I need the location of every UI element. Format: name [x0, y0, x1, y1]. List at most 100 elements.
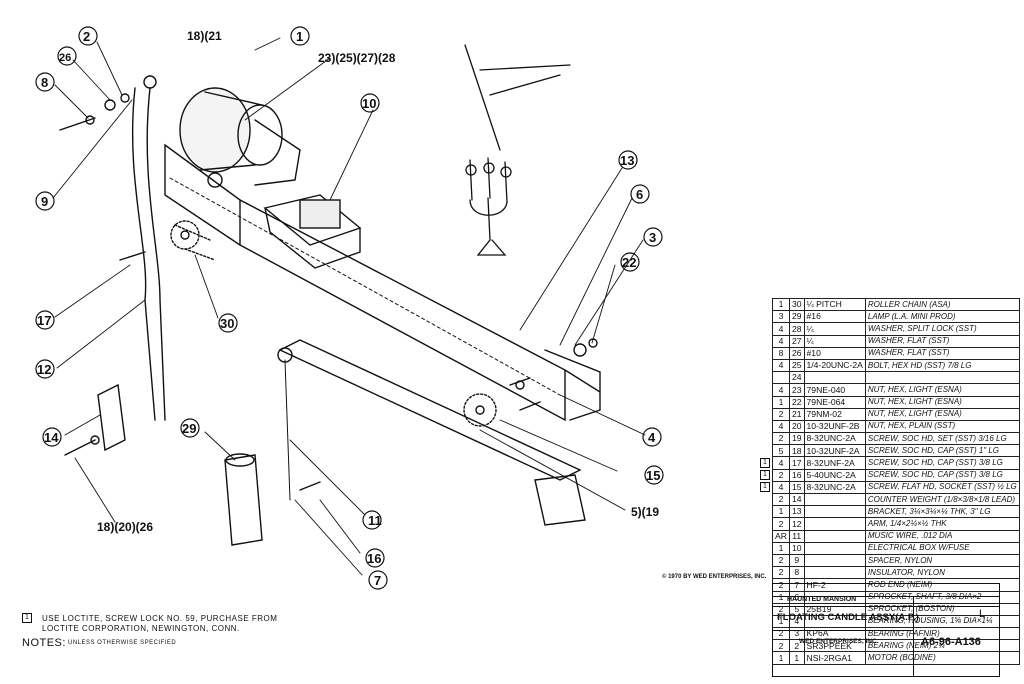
bom-cell-item: 24 — [788, 371, 805, 385]
callout-18-21: 18)(21 — [187, 29, 222, 43]
bom-cell-part — [803, 529, 866, 543]
callout-10: 10 — [362, 96, 376, 111]
bom-cell-item: 9 — [788, 553, 805, 568]
bom-cell-desc — [864, 371, 1020, 385]
bom-cell-part: NSI-2RGA1 — [803, 651, 866, 665]
counterweight — [97, 383, 126, 452]
bom-cell-desc: SPACER, NYLON — [864, 553, 1020, 568]
callout-16: 16 — [367, 551, 381, 566]
bom-cell-desc: ROLLER CHAIN (ASA) — [864, 297, 1020, 312]
bom-cell-desc: WASHER, FLAT (SST) — [864, 334, 1020, 348]
callout-2: 2 — [83, 29, 90, 44]
bom-cell-item: 18 — [788, 444, 805, 458]
motor — [179, 87, 251, 173]
sheet-mark: L — [979, 608, 986, 620]
bom-cell-qty: 8 — [772, 346, 790, 360]
bom-cell-qty: 4 — [772, 334, 790, 348]
bom-cell-desc: BOLT, HEX HD (SST) 7/8 LG — [864, 358, 1020, 373]
bom-cell-item: 8 — [788, 566, 805, 580]
bom-cell-qty: 4 — [772, 480, 790, 495]
bom-cell-item: 30 — [788, 297, 805, 312]
bom-cell-qty: 2 — [772, 432, 790, 446]
callout-18-20-26: 18)(20)(26 — [97, 520, 153, 534]
bom-cell-item: 15 — [788, 480, 805, 495]
bom-cell-desc: BRACKET, 3¼×3¼×¼ THK, 3" LG — [864, 505, 1020, 519]
bom-cell-item: 20 — [788, 419, 805, 434]
callout-4: 4 — [648, 430, 656, 445]
bom-cell-desc: LAMP (L.A. MINI PROD) — [864, 310, 1020, 324]
bom-cell-item: 16 — [788, 468, 805, 482]
bom-cell-part — [803, 492, 866, 507]
callout-17: 17 — [37, 313, 51, 328]
bom-cell-qty: 2 — [772, 517, 790, 531]
bom-cell-item: 21 — [788, 407, 805, 421]
bom-cell-part: 8-32UNC-2A — [803, 480, 866, 495]
callout-29: 29 — [182, 421, 196, 436]
drawing-title: FLOATING CANDLE ASSY(A.P.) — [777, 612, 919, 623]
bom-cell-desc: SCREW, SOC HD, CAP (SST) 3/8 LG — [864, 468, 1020, 482]
bom-cell-qty: AR — [772, 529, 790, 543]
vertical-arm — [131, 87, 166, 421]
bom-cell-qty: 2 — [772, 553, 790, 568]
bom-cell-item: 22 — [788, 395, 805, 409]
bom-cell-item: 19 — [788, 432, 805, 446]
callout-5-19: 5)(19 — [631, 505, 659, 519]
bom-cell-desc: INSULATOR, NYLON — [864, 566, 1020, 580]
bom-cell-item: 11 — [788, 529, 805, 543]
bom-cell-part: 8-32UNC-2A — [803, 432, 866, 446]
bom-note-marker: 1 — [760, 470, 770, 481]
bom-cell-qty: 2 — [772, 566, 790, 580]
bom-cell-desc: ELECTRICAL BOX W/FUSE — [864, 541, 1020, 555]
note-line-1: USE LOCTITE, SCREW LOCK NO. 59, PURCHASE… — [42, 614, 278, 623]
candle-arm — [278, 339, 582, 481]
bom-cell-qty: 2 — [772, 407, 790, 421]
bom-cell-desc: ARM, 1/4×2¼×½ THK — [864, 517, 1020, 531]
bom-cell-item: 28 — [788, 322, 805, 336]
right-bracket — [544, 349, 601, 421]
bom-cell-part: 79NE-064 — [803, 395, 866, 409]
title-block: HAUNTED MANSION FLOATING CANDLE ASSY(A.P… — [772, 583, 1000, 677]
sprocket-right — [463, 393, 497, 427]
callout-1: 1 — [296, 29, 303, 44]
bom-cell-qty: 1 — [772, 395, 790, 409]
callout-7: 7 — [374, 573, 381, 588]
callout-23-25-27-28: 23)(25)(27)(28 — [318, 51, 396, 65]
bom-cell-item: 14 — [788, 492, 805, 507]
notes-label: NOTES: — [22, 637, 66, 649]
candle-base — [224, 454, 263, 546]
bom-cell-qty: 3 — [772, 310, 790, 324]
bom-cell-item: 23 — [788, 383, 805, 397]
bom-cell-desc: SCREW, SOC HD, SET (SST) 3/16 LG — [864, 432, 1020, 446]
project-name: HAUNTED MANSION — [787, 596, 857, 603]
callout-14: 14 — [44, 430, 59, 445]
bom-cell-item: 25 — [788, 358, 805, 373]
bom-cell-item: 12 — [788, 517, 805, 531]
copyright-text: © 1970 BY WED ENTERPRISES, INC. — [662, 573, 767, 580]
bom-cell-qty: 1 — [772, 297, 790, 312]
bom-cell-qty: 5 — [772, 444, 790, 458]
bom-cell-part: 79NM-02 — [803, 407, 866, 421]
drawing-number: A6-96-A136 — [921, 636, 981, 648]
bom-cell-part: #16 — [803, 310, 866, 324]
bom-cell-desc: MUSIC WIRE, .012 DIA — [864, 529, 1020, 543]
callout-22: 22 — [622, 255, 636, 270]
bom-cell-desc: NUT, HEX, PLAIN (SST) — [864, 419, 1020, 434]
